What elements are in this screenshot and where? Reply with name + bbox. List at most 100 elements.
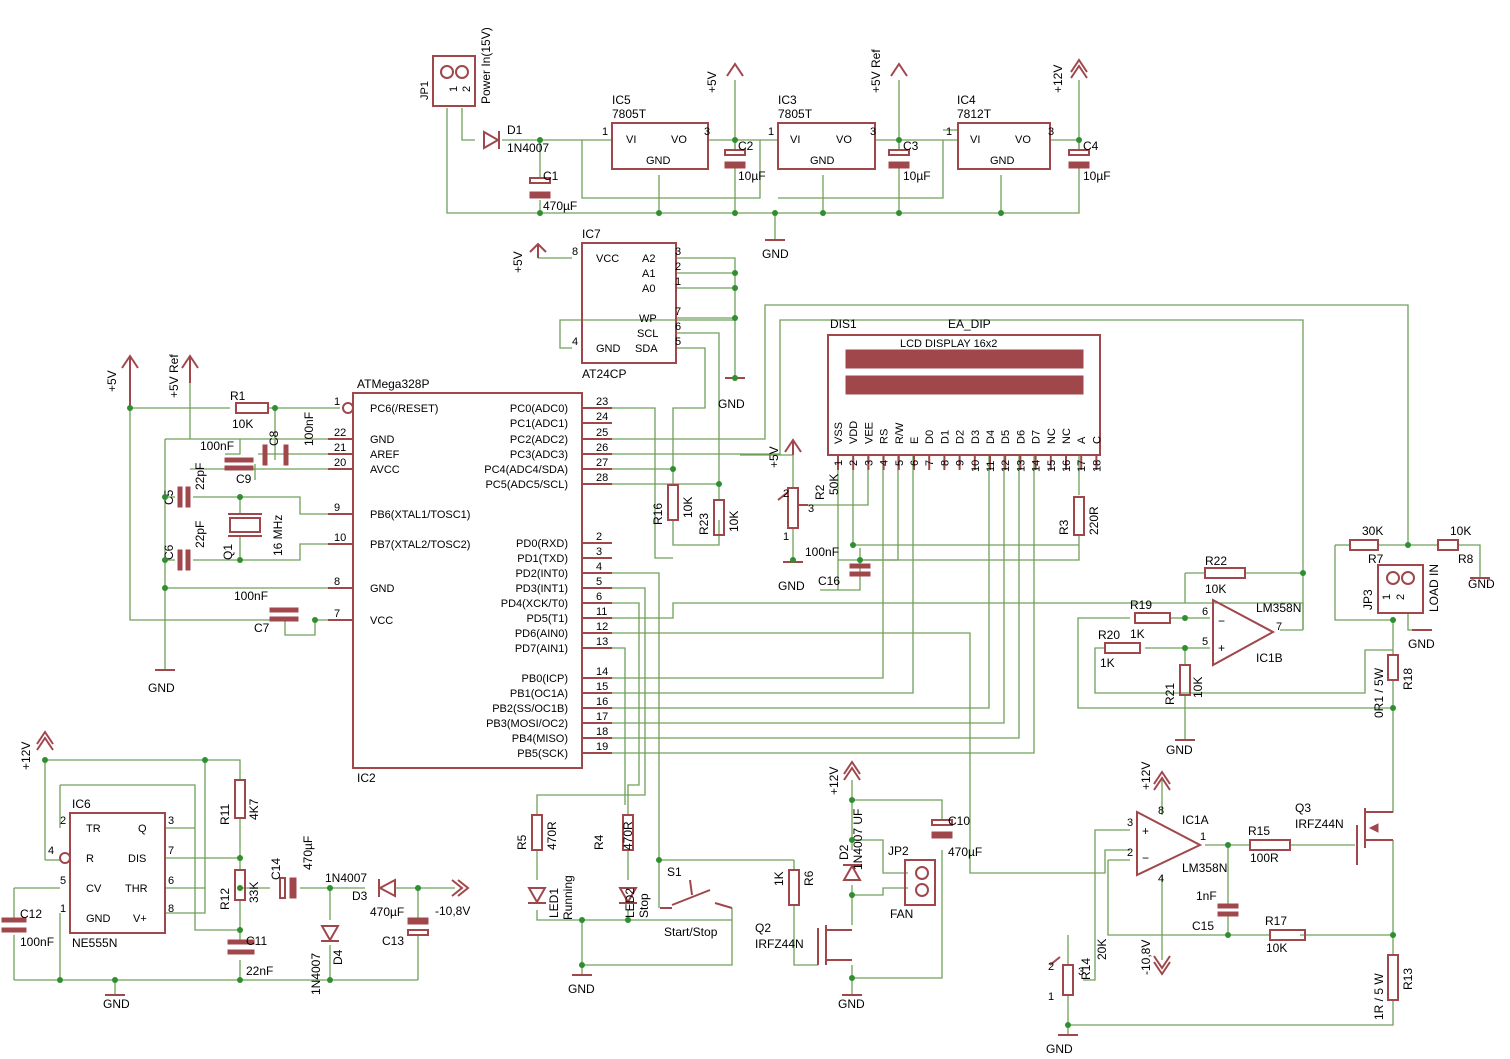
q2-value: IRFZ44N — [755, 937, 804, 951]
mcu-pin-label-5: PD3(INT1) — [515, 583, 568, 595]
ic4-vo: VO — [1015, 134, 1031, 146]
r3-label: R3 — [1057, 519, 1071, 535]
mcu-pin-num-2: 2 — [596, 531, 602, 543]
ic3-label: IC3 — [778, 93, 797, 107]
svg-text:5: 5 — [675, 336, 681, 348]
ic6-pin-q: Q — [138, 823, 147, 835]
mcu-left-pins: 1PC6(/RESET)22GND21AREF20AVCC9PB6(XTAL1/… — [328, 396, 470, 627]
mcu-pin-label-17: PB3(MOSI/OC2) — [486, 718, 568, 730]
svg-text:1: 1 — [946, 126, 952, 138]
r2-value: 50K — [827, 474, 841, 495]
gnd-label-1: GND — [762, 247, 789, 261]
gnd-label-5: GND — [1166, 743, 1193, 757]
mcu-pin-label-16: PB2(SS/OC1B) — [492, 703, 568, 715]
mcu-pin-num-14: 14 — [596, 666, 608, 678]
mcu-pin-label-14: PB0(ICP) — [522, 673, 568, 685]
mcu-pin-num-7: 7 — [334, 608, 340, 620]
ic3-vo: VO — [836, 134, 852, 146]
mcu-pin-num-8: 8 — [334, 576, 340, 588]
svg-text:6: 6 — [168, 875, 174, 887]
c8-value: 100nF — [302, 412, 316, 446]
m108-label-1: -10,8V — [1139, 940, 1153, 975]
c16-value: 100nF — [805, 545, 839, 559]
r22-label: R22 — [1205, 554, 1227, 568]
lcd-pin-label-3: VEE — [863, 422, 875, 444]
lcd-pin-num-18: 18 — [1091, 460, 1103, 472]
r12-label: R12 — [218, 888, 232, 910]
jp1-label: JP1 — [419, 81, 431, 100]
lcd-pin-num-7: 7 — [924, 460, 936, 466]
svg-text:6: 6 — [1202, 606, 1208, 618]
s1-label: S1 — [667, 865, 682, 879]
opamp-ic1b: −+ 657 LM358N IC1B R22 10K R19 1K R20 1K… — [1098, 554, 1301, 757]
svg-text:7: 7 — [1276, 621, 1282, 633]
mcu-pin-label-15: PB1(OC1A) — [510, 688, 568, 700]
d2-label: D2 — [837, 844, 851, 860]
lcd-peripherals: R16 10K R23 10K R2 50K 231 +5V GND 100nF… — [651, 438, 1101, 593]
c16-label: C16 — [818, 574, 840, 588]
mcu-pin-label-24: PC1(ADC1) — [510, 418, 568, 430]
ic7-pin-a2: A2 — [642, 253, 655, 265]
ic4-vi: VI — [970, 134, 980, 146]
led1-text: Running — [561, 875, 575, 920]
r19-label: R19 — [1130, 598, 1152, 612]
svg-text:5: 5 — [60, 875, 66, 887]
c4-label: C4 — [1083, 139, 1099, 153]
mcu-pin-label-11: PD5(T1) — [526, 613, 568, 625]
ic7-pin-gnd: GND — [596, 343, 621, 355]
d4-label: D4 — [331, 949, 345, 965]
led1-label: LED1 — [547, 888, 561, 918]
m108-label-2: -10,8V — [435, 904, 470, 918]
c1-capacitor: C1 470µF — [529, 169, 577, 213]
c6-label: C6 — [162, 544, 176, 560]
opamp-ic1a: +− 321 84 IC1A LM358N +12V -10,8V R15 10… — [1046, 762, 1415, 1056]
c7-value: 100nF — [234, 589, 268, 603]
ic1a-label: IC1A — [1182, 813, 1209, 827]
mcu-pin-label-2: PD0(RXD) — [516, 538, 568, 550]
q3-label: Q3 — [1295, 801, 1311, 815]
c10-value: 470µF — [948, 845, 982, 859]
c11-value: 22nF — [246, 964, 273, 978]
ic6-pin-thr: THR — [125, 883, 148, 895]
c12-label: C12 — [20, 907, 42, 921]
mcu-pin-num-15: 15 — [596, 681, 608, 693]
mcu-pin-num-4: 4 — [596, 561, 602, 573]
c1-value: 470µF — [543, 199, 577, 213]
d1-value: 1N4007 — [507, 141, 549, 155]
ic7-pin-scl: SCL — [637, 328, 658, 340]
ic6-pin-cv: CV — [86, 883, 102, 895]
lcd-pin-label-18: C — [1091, 436, 1103, 444]
c6-value: 22pF — [193, 521, 207, 548]
c13-value: 470µF — [370, 905, 404, 919]
r11-value: 4K7 — [247, 798, 261, 820]
p5v-label-3: +5V — [105, 370, 119, 392]
p5v-label-1: +5V — [705, 71, 719, 93]
lcd-pin-label-8: D1 — [939, 430, 951, 444]
mcu-pin-num-17: 17 — [596, 711, 608, 723]
ic5-label: IC5 — [612, 93, 631, 107]
mcu-pin-label-18: PB4(MISO) — [512, 733, 568, 745]
lcd-pin-label-12: D5 — [1000, 430, 1012, 444]
lcd-pin-label-4: RS — [879, 429, 891, 444]
mcu-right-pins: 23PC0(ADC0)24PC1(ADC1)25PC2(ADC2)26PC3(A… — [484, 396, 612, 760]
svg-text:−: − — [1142, 851, 1149, 865]
c11-label: C11 — [246, 934, 267, 948]
r22-value: 10K — [1205, 582, 1226, 596]
r12-value: 33K — [247, 882, 261, 903]
lcd-title: LCD DISPLAY 16x2 — [900, 338, 997, 350]
ic7-pin-a1: A1 — [642, 268, 655, 280]
lcd-pin-label-5: R/W — [894, 422, 906, 444]
mcu-pin-num-6: 6 — [596, 591, 602, 603]
p12v-label-2: +12V — [1139, 762, 1153, 790]
q1-label: Q1 — [221, 544, 235, 560]
mcu-pin-num-11: 11 — [596, 606, 607, 618]
mcu-pin-label-12: PD6(AIN0) — [515, 628, 568, 640]
c2-value: 10µF — [738, 169, 766, 183]
mcu-pin-label-1: PC6(/RESET) — [370, 403, 438, 415]
mcu-pin-label-28: PC5(ADC5/SCL) — [485, 479, 568, 491]
ic6-value: NE555N — [72, 936, 117, 950]
svg-text:4: 4 — [48, 845, 54, 857]
svg-text:2: 2 — [1395, 594, 1407, 600]
r4-label: R4 — [592, 834, 606, 850]
